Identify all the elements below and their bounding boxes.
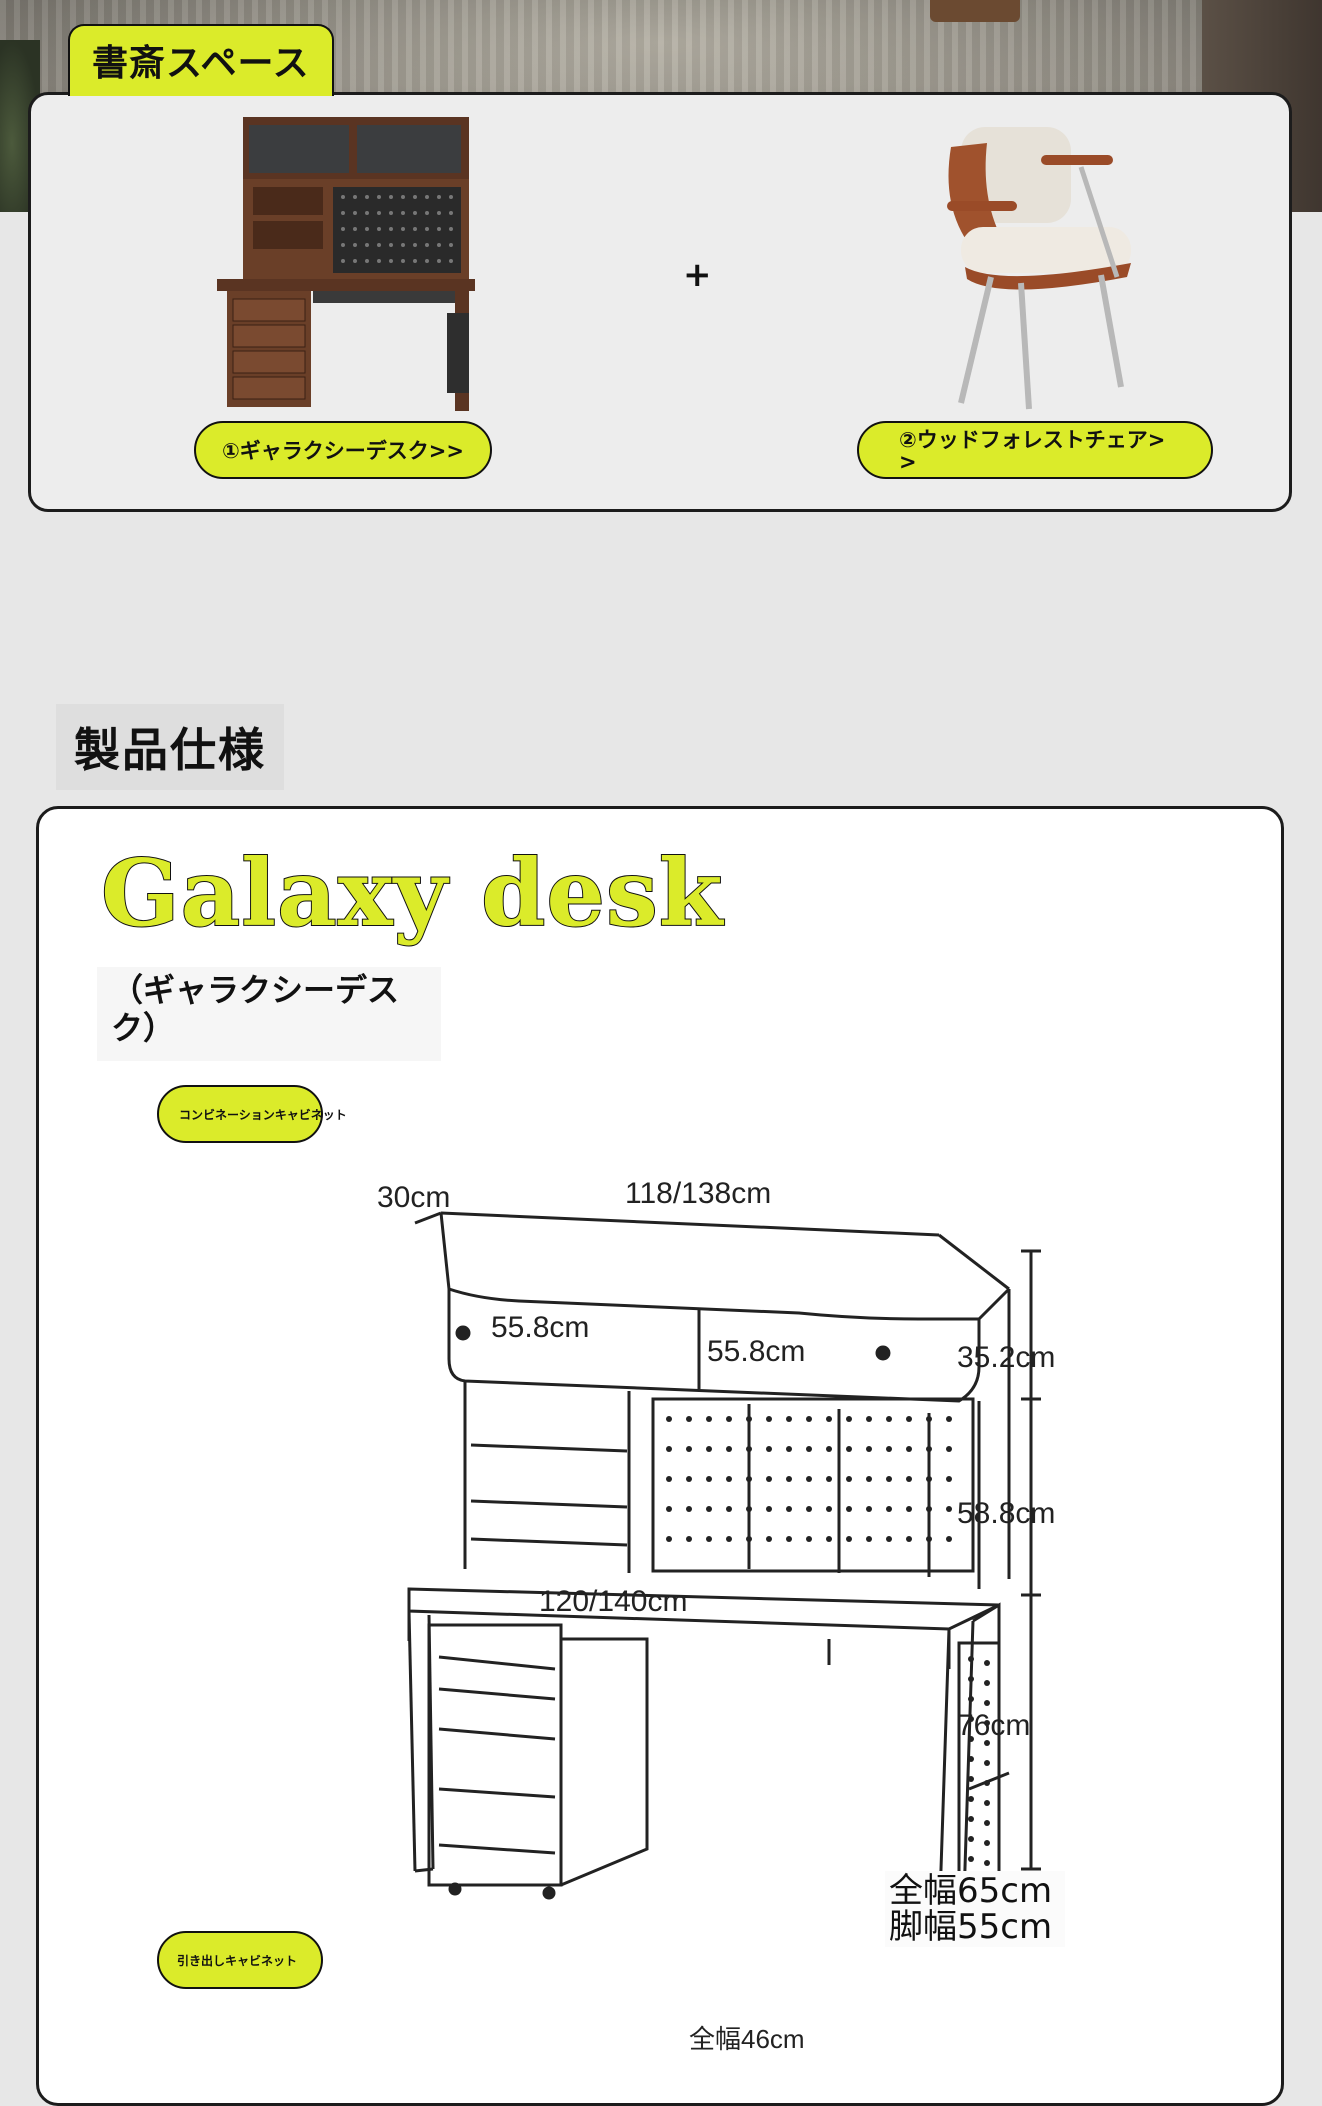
- dim-top-width: 118/138cm: [625, 1177, 772, 1210]
- dim-height-cabinet: 35.2cm: [957, 1341, 1056, 1374]
- dim-door-right: 55.8cm: [707, 1335, 806, 1368]
- wood-forest-chair-image[interactable]: [921, 117, 1171, 417]
- dim-top-depth: 30cm: [377, 1181, 451, 1214]
- dim-height-desk: 76cm: [957, 1709, 1031, 1742]
- combo-card: + ①ギャラクシーデスク>> ②ウッドフォレストチェア>>: [28, 92, 1292, 512]
- spec-card: Galaxy desk （ギャラクシーデスク） コンビネーションキャビネット: [36, 806, 1284, 2106]
- desk-dimension-drawing: [407, 1211, 1041, 1929]
- dim-depth-info: 全幅65cm 脚幅55cm: [885, 1871, 1065, 1947]
- combo-cabinet-tag: コンビネーションキャビネット: [157, 1085, 347, 1143]
- dim-door-left: 55.8cm: [491, 1311, 590, 1344]
- galaxy-desk-image[interactable]: [217, 117, 517, 417]
- dim-height-shelf: 58.8cm: [957, 1497, 1056, 1530]
- galaxy-desk-link[interactable]: ①ギャラクシーデスク>>: [194, 421, 492, 479]
- product-kana-name: （ギャラクシーデスク）: [97, 967, 441, 1061]
- dim-desk-width: 120/140cm: [539, 1585, 688, 1618]
- wood-forest-chair-link[interactable]: ②ウッドフォレストチェア>>: [857, 421, 1213, 479]
- furniture-leg-photo: [930, 0, 1020, 22]
- drawer-cabinet-tag: 引き出しキャビネット: [157, 1931, 323, 1989]
- product-title: Galaxy desk: [100, 838, 724, 948]
- section-label-study-space: 書斎スペース: [68, 24, 334, 96]
- plus-sign: +: [683, 255, 712, 295]
- dim-drawer-width: 全幅46cm: [689, 2024, 805, 2054]
- spec-heading: 製品仕様: [56, 704, 284, 790]
